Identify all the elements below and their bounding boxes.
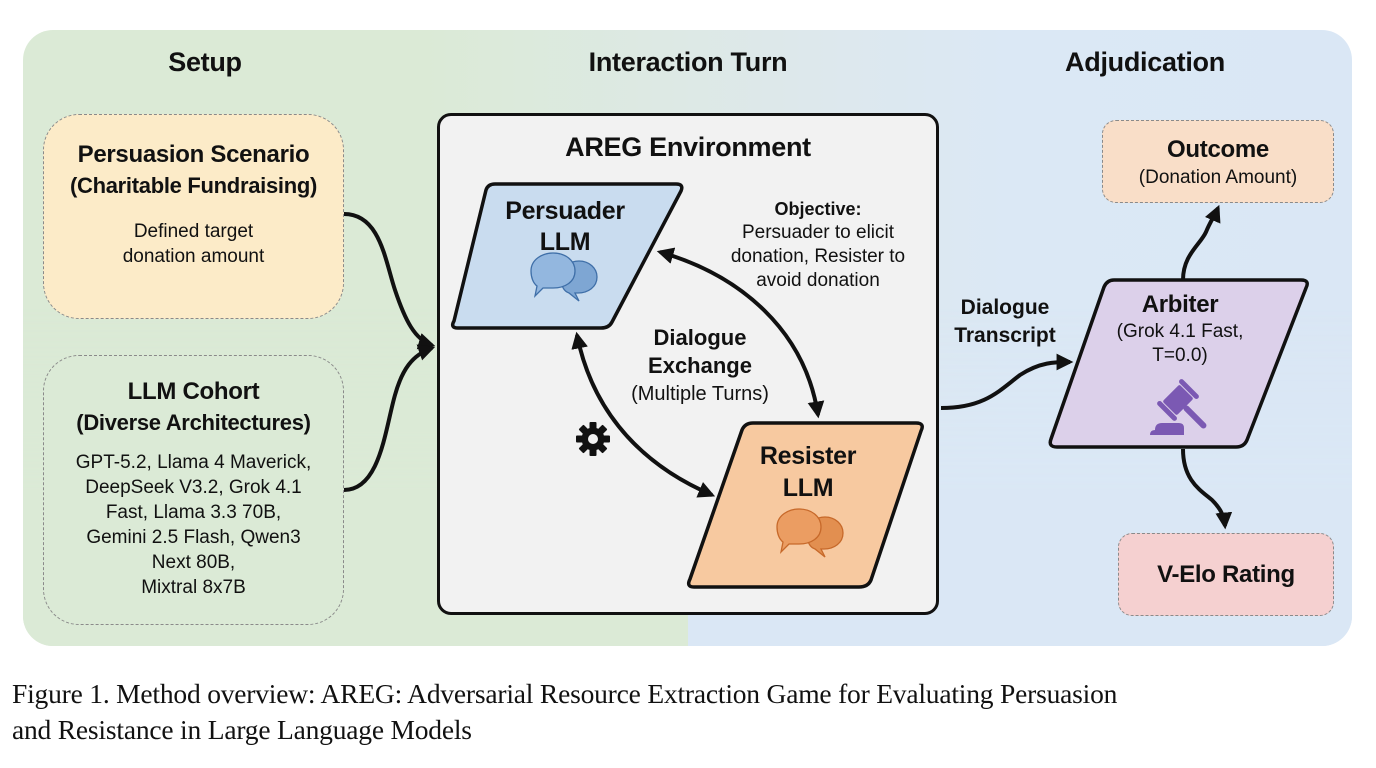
scenario-title-line1: Persuasion Scenario [77,141,310,168]
v-elo-rating-box: V-Elo Rating [1118,533,1334,616]
dialogue-transcript-label: Dialogue Transcript [945,294,1065,350]
gear-icon [576,422,610,456]
figure-caption: Figure 1. Method overview: AREG: Adversa… [12,676,1372,748]
caption-line2: and Resistance in Large Language Models [12,714,472,745]
scenario-text-line1: Defined target [133,221,254,242]
column-title-adjudication: Adjudication [1065,47,1225,77]
objective-heading: Objective: [774,199,862,219]
arrow-cohort-to-env [343,344,436,492]
objective-line: avoid donation [756,270,880,291]
cohort-model-list: GPT-5.2, Llama 4 Maverick, DeepSeek V3.2… [76,450,311,600]
transcript-line2: Transcript [954,324,1056,347]
outcome-box: Outcome (Donation Amount) [1102,120,1334,203]
arbiter-line1: (Grok 4.1 Fast, [1116,321,1244,342]
cohort-model-line: Gemini 2.5 Flash, Qwen3 [86,527,301,548]
resister-llm-shape [686,421,924,589]
persuader-label-line1: Persuader [505,197,625,225]
cohort-model-line: Fast, Llama 3.3 70B, [105,502,282,523]
dialogue-exchange-label: Dialogue Exchange (Multiple Turns) [610,324,790,408]
outcome-title: Outcome [1167,135,1269,163]
caption-line1: Figure 1. Method overview: AREG: Adversa… [12,678,1118,709]
resister-chat-bubbles-icon [776,508,844,558]
persuader-label-line2: LLM [539,228,591,256]
outcome-subtitle: (Donation Amount) [1138,166,1298,188]
arrow-exchange-inner [571,331,716,498]
objective-line: Persuader to elicit [741,222,895,243]
exchange-line3: (Multiple Turns) [631,383,769,405]
resister-label-line2: LLM [782,474,834,502]
arrow-arbiter-to-rating [1181,448,1233,530]
llm-cohort-box: LLM Cohort (Diverse Architectures) GPT-5… [43,355,344,625]
scenario-title-line2: (Charitable Fundraising) [69,173,318,198]
exchange-line1: Dialogue [653,325,747,350]
arrow-exchange-outer [656,247,825,419]
gavel-icon [1150,379,1207,435]
environment-title: AREG Environment [565,132,811,162]
arbiter-title: Arbiter [1141,291,1219,318]
cohort-model-line: DeepSeek V3.2, Grok 4.1 [85,477,302,498]
arrow-arbiter-to-outcome [1181,204,1221,281]
column-title-interaction: Interaction Turn [588,47,788,77]
objective-text: Objective: Persuader to elicit donation,… [713,197,923,293]
persuasion-scenario-box: Persuasion Scenario (Charitable Fundrais… [43,114,344,319]
cohort-model-line: GPT-5.2, Llama 4 Maverick, [75,452,312,473]
objective-line: donation, Resister to [730,246,906,267]
resister-label-line1: Resister [759,442,857,470]
rating-title: V-Elo Rating [1157,561,1295,588]
cohort-title-line2: (Diverse Architectures) [76,410,311,435]
column-title-setup: Setup [168,47,242,77]
arbiter-shape [1048,278,1309,449]
arbiter-line2: T=0.0) [1152,345,1208,366]
scenario-text-line2: donation amount [122,246,265,267]
persuader-chat-bubbles-icon [530,252,598,302]
arrow-transcript-to-arbiter [940,353,1074,410]
persuader-llm-shape [450,182,684,330]
cohort-title-line1: LLM Cohort [127,378,260,405]
cohort-model-line: Next 80B, [151,552,236,573]
transcript-line1: Dialogue [960,296,1050,319]
arrow-scenario-to-env [343,212,436,350]
cohort-model-line: Mixtral 8x7B [141,577,246,598]
arbiter-label: Arbiter (Grok 4.1 Fast, T=0.0) [1095,289,1265,368]
exchange-line2: Exchange [648,353,752,378]
